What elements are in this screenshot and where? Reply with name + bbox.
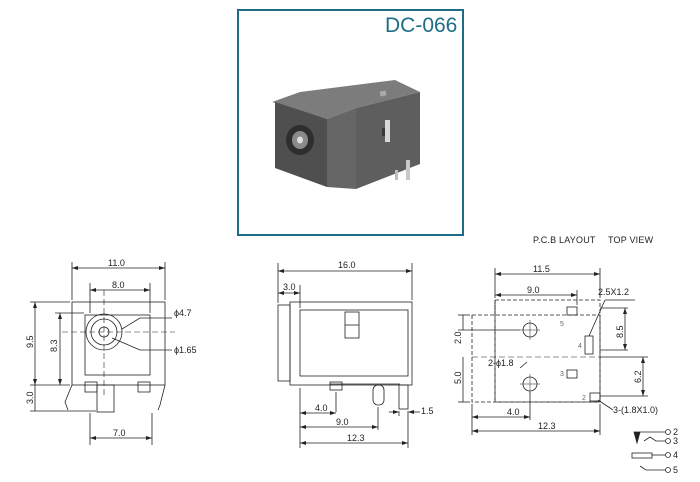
pcb-dim-85: 8.5 [615,325,625,338]
front-pin-spacing: 7.0 [113,428,126,438]
pcb-pin-2: 2 [582,395,586,402]
side-length-9: 9.0 [336,417,349,427]
pcb-pin-3: 3 [560,371,564,378]
side-length-12: 12.3 [347,433,365,443]
dc-jack-photo-icon [272,80,420,189]
front-pin-length: 3.0 [25,391,35,404]
pcb-dim-5: 5.0 [453,371,463,384]
side-view-arrows [278,269,414,445]
pcb-layout-label: P.C.B LAYOUT [533,235,596,245]
model-number: DC-066 [385,14,458,37]
front-hole-outer: ϕ4.7 [174,308,192,318]
schematic-pin-2: 2 [673,427,678,437]
schematic-pin-3: 3 [673,436,678,446]
side-view [277,263,420,448]
front-height-body: 9.5 [25,335,35,348]
schematic-pin-5: 5 [673,465,678,475]
pcb-dim-2: 2.0 [453,331,463,344]
side-pin-offset: 4.0 [315,403,328,413]
side-pin-gap: 1.5 [421,406,434,416]
pcb-dim-4: 4.0 [507,407,520,417]
pcb-slots-3: 3-(1.8X1.0) [613,405,658,415]
front-pin-dia: ϕ1.65 [174,345,197,355]
front-view-arrows [33,266,165,440]
pcb-dim-123: 12.3 [538,421,556,431]
jack-schematic [631,429,671,473]
pcb-dim-62: 6.2 [633,370,643,383]
top-view-label: TOP VIEW [608,235,654,245]
pcb-layout [458,268,648,435]
pcb-slot: 2.5X1.2 [598,287,629,297]
front-width-total: 11.0 [108,258,125,268]
pcb-pin-4: 4 [578,343,582,350]
pcb-hole: 2-ϕ1.8 [488,358,514,368]
pcb-pin-5: 5 [560,321,564,328]
front-height-center: 8.3 [49,339,59,352]
front-view [30,262,175,445]
pcb-arrows [472,272,645,433]
side-front-step: 3.0 [283,282,296,292]
front-width-inner: 8.0 [112,280,125,290]
pcb-width-total: 11.5 [533,264,550,274]
side-length-total: 16.0 [338,260,356,270]
pcb-width-9: 9.0 [527,285,540,295]
schematic-pin-4: 4 [673,450,678,460]
